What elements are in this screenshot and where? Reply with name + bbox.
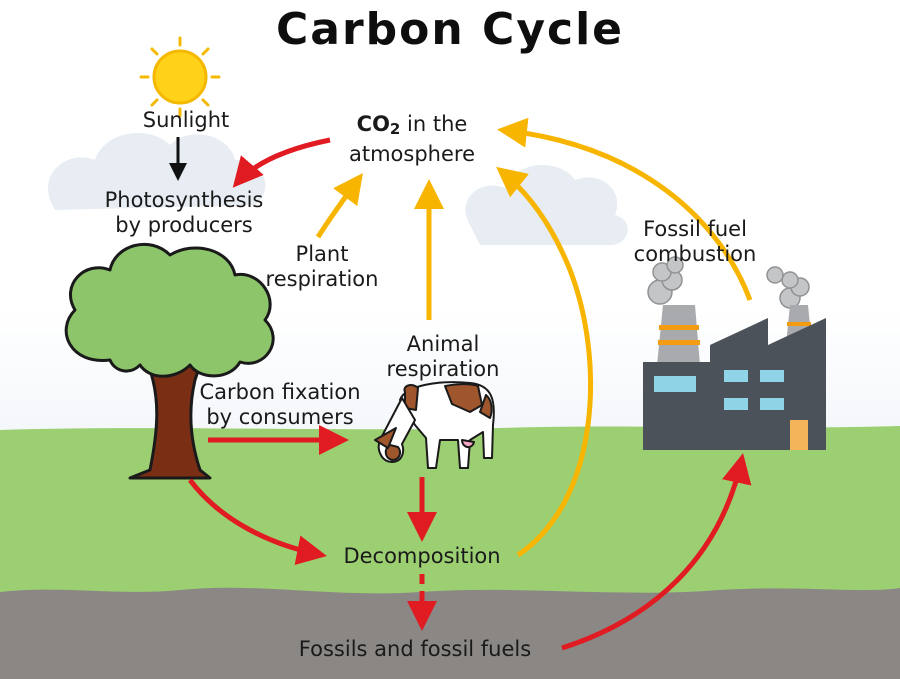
sun-icon [139, 36, 221, 118]
factory-icon [643, 256, 826, 450]
carbon-fixation-line1: Carbon fixation [199, 380, 361, 404]
fossil-fuel-combustion-label: Fossil fuel combustion [615, 217, 775, 267]
co2-to-photosynthesis-arrow [232, 137, 331, 188]
plant-respiration-arrow [315, 172, 363, 239]
tree-icon [64, 242, 275, 480]
carbon-fixation-line2: by consumers [206, 405, 354, 429]
combustion-line1: Fossil fuel [643, 217, 747, 241]
carbon-fixation-label: Carbon fixation by consumers [190, 380, 370, 430]
co2-label-rest: in the [400, 112, 468, 136]
fossils-label: Fossils and fossil fuels [298, 637, 532, 661]
tree-decomposition-arrow [188, 478, 327, 566]
fossil-extraction-arrow [561, 453, 752, 651]
co2-subscript: 2 [389, 120, 401, 138]
co2-label-line1: CO2 in the [322, 112, 502, 142]
decomposition-label: Decomposition [343, 544, 501, 568]
co2-formula: CO [356, 112, 390, 136]
decomposition-to-co2-arrow [496, 166, 594, 558]
ground-layer [0, 587, 900, 679]
animal-respiration-line2: respiration [386, 357, 500, 381]
animal-respiration-label: Animal respiration [368, 332, 518, 382]
sunlight-label: Sunlight [142, 108, 230, 132]
plant-respiration-line2: respiration [265, 267, 379, 291]
clouds [48, 133, 628, 245]
combustion-arrow [497, 117, 753, 301]
plant-respiration-line1: Plant [295, 242, 349, 266]
co2-label-line2: atmosphere [349, 142, 475, 166]
photosynthesis-label: Photosynthesis by producers [84, 188, 284, 238]
animal-respiration-line1: Animal [406, 332, 480, 356]
combustion-line2: combustion [633, 242, 757, 266]
photosynthesis-label-line2: by producers [115, 213, 253, 237]
co2-atmosphere-label: CO2 in the atmosphere [322, 112, 502, 167]
plant-respiration-label: Plant respiration [248, 242, 396, 292]
page-title: Carbon Cycle [275, 4, 625, 55]
photosynthesis-label-line1: Photosynthesis [104, 188, 264, 212]
cow-icon [374, 381, 495, 469]
